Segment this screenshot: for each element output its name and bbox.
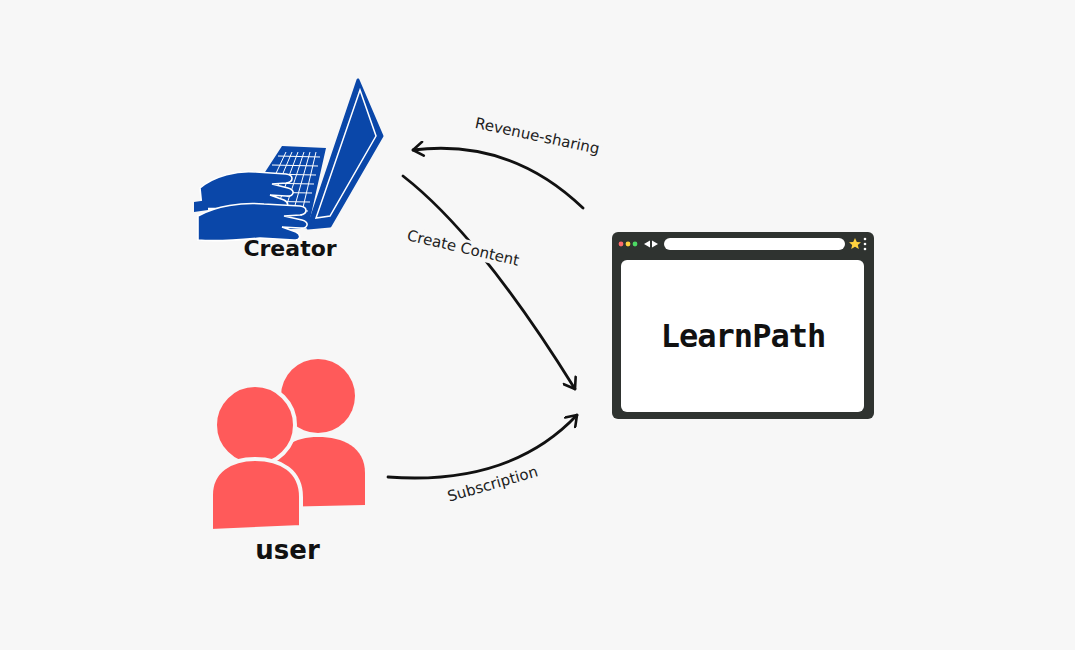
bookmark-star [849,238,861,249]
window-dot [633,242,638,247]
window-dot [619,242,624,247]
platform-name: LearnPath [612,317,874,355]
menu-dot [864,248,867,251]
actor-label: user [205,535,370,565]
user-node: user [205,355,370,570]
address-bar [664,238,845,250]
nav-back [644,241,650,248]
platform-window: LearnPath [612,232,874,419]
menu-dot [864,243,867,246]
flow-arrow [388,415,577,478]
flow-arrow [403,176,575,389]
flow-arrow [413,148,583,208]
screen-edge [316,90,376,218]
cuff [194,200,208,212]
edge-label: Revenue-sharing [471,114,603,159]
person-head [215,385,295,465]
window-dot [626,242,631,247]
creator-node: Creator [190,76,390,266]
menu-dot [864,238,867,241]
actor-label: Creator [190,236,390,261]
right-hand [198,204,307,241]
person-body [211,459,301,531]
edge-label: Subscription [444,462,542,506]
nav-forward [652,241,658,248]
window-frame [612,232,874,419]
